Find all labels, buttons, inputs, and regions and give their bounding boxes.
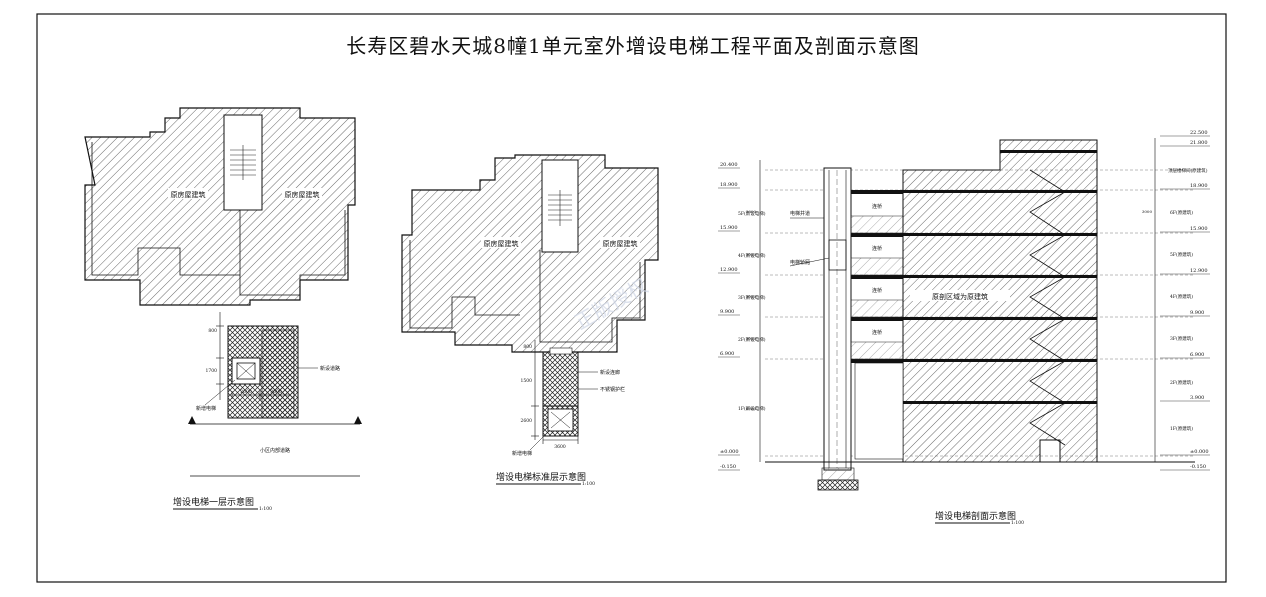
section-bridge-label-3: 连桥 [872, 287, 882, 294]
plan2-dim-top: 800 [523, 344, 532, 350]
section-dim-5: 6900 [746, 406, 757, 411]
plan2-stair-treads [548, 190, 572, 226]
section-dim-4: 3000 [1142, 209, 1153, 214]
section-left-floor-6: 1F(新设电梯) [738, 405, 766, 412]
section-view: 电梯井道 电梯轿厢 连桥 连桥 连桥 连桥 [718, 130, 1210, 526]
plan2-caption: 增设电梯标准层示意图 [496, 471, 586, 483]
section-right-floor-5: 4F(原建筑) [1170, 293, 1193, 300]
section-dim-2: 3000 [746, 294, 757, 299]
plan1-caption: 增设电梯一层示意图 [173, 496, 254, 508]
plan2-note-rail: 不锈钢护栏 [600, 386, 625, 393]
plan1-dim-width: 3600 [270, 389, 282, 395]
section-left-floor-5: 2F(新设电梯) [738, 336, 766, 343]
section-right-floor-6: 3F(原建筑) [1170, 335, 1193, 342]
section-old-building-label: 原剖区域为原建筑 [932, 292, 988, 301]
section-storey-dims: 3000 3000 3000 3000 3000 6900 [746, 209, 1153, 411]
section-bridge-label-4: 连桥 [872, 329, 882, 336]
plan2-room-label-b: 原房屋建筑 [603, 239, 638, 248]
section-right-floor-8: 1F(原建筑) [1170, 425, 1193, 432]
plan1-inner-wall-2 [239, 210, 346, 296]
plan1-road-label: 小区内部道路 [260, 447, 290, 454]
section-right-floor-3: 6F(原建筑) [1170, 209, 1193, 216]
section-stair-flights [1029, 169, 1066, 446]
section-bridge-label-1: 连桥 [872, 203, 882, 210]
plan-ground-floor: 原房屋建筑 原房屋建筑 800 1700 2600 3600 新设道路 新增电梯… [84, 107, 362, 512]
section-caption: 增设电梯剖面示意图 [935, 510, 1016, 522]
section-scale: 1:100 [1011, 520, 1024, 526]
section-right-elev-7: 3.900 [1190, 395, 1204, 401]
sheet-border [36, 13, 1227, 583]
plan1-elevator-car [236, 362, 256, 380]
plan2-note-elevator: 新增电梯 [512, 450, 532, 457]
sheet-title: 长寿区碧水天城8幢1单元室外增设电梯工程平面及剖面示意图 [346, 34, 920, 58]
section-bridge-label-2: 连桥 [872, 245, 882, 252]
section-dim-1: 3000 [746, 252, 757, 257]
section-right-elev-3: 15.900 [1190, 226, 1208, 232]
plan2-building-outline [401, 154, 659, 353]
section-left-elev-7: -0.150 [720, 464, 736, 470]
section-pit-foundation [817, 479, 859, 491]
section-right-elev-9: -0.150 [1190, 464, 1206, 470]
section-right-elev-2: 18.900 [1190, 183, 1208, 189]
plan1-pit-strip [261, 329, 295, 419]
section-left-floor-4: 3F(新设电梯) [738, 294, 766, 301]
section-label-shaft: 电梯井道 [790, 210, 810, 217]
section-right-elevations: 22.500 21.800 顶层楼梯间(原建筑) 18.900 6F(原建筑) … [1160, 130, 1210, 471]
section-right-floor-4: 5F(原建筑) [1170, 251, 1193, 258]
section-floor-slabs [903, 150, 1097, 404]
plan1-note-pit: 新设道路 [320, 365, 340, 372]
plan2-dim-left: 2600 [521, 418, 533, 424]
section-bridges [850, 190, 904, 363]
section-right-elev-4: 12.900 [1190, 268, 1208, 274]
plan2-note-corridor: 新设连廊 [600, 369, 620, 376]
section-label-car: 电梯轿厢 [790, 259, 810, 266]
section-left-elev-3: 12.900 [720, 267, 738, 273]
section-right-floor-7: 2F(原建筑) [1170, 379, 1193, 386]
plan2-dim-width: 3600 [554, 444, 566, 450]
plan1-room-label-b: 原房屋建筑 [285, 190, 320, 199]
plan1-building-outline [84, 107, 356, 306]
plan2-inner-wall [409, 240, 520, 329]
section-right-elev-5: 9.900 [1190, 310, 1204, 316]
section-right-elev-0: 22.500 [1190, 130, 1208, 136]
section-left-floor-3: 4F(新设电梯) [738, 252, 766, 259]
plan1-stair-treads [230, 145, 256, 180]
plan2-corridor [542, 351, 579, 407]
section-right-elev-1: 21.800 [1190, 140, 1208, 146]
section-left-elev-5: 6.900 [720, 351, 734, 357]
section-left-elev-2: 15.900 [720, 225, 738, 231]
plan2-room-label-a: 原房屋建筑 [484, 239, 519, 248]
plan1-dimension-lines [216, 312, 290, 400]
plan-standard-floor: 原房屋建筑 原房屋建筑 800 1500 2600 3600 新设连廊 不锈钢护… [401, 154, 659, 487]
plan1-dim-bottom: 2600 [240, 389, 252, 395]
section-left-elev-4: 9.900 [720, 309, 734, 315]
section-right-floor-2: 顶层楼梯间(原建筑) [1168, 167, 1208, 174]
section-left-elev-6: ±0.000 [720, 449, 739, 455]
plan1-inner-wall [91, 142, 240, 276]
section-left-floor-2: 5F(新设电梯) [738, 210, 766, 217]
plan1-dim-top: 800 [208, 328, 217, 334]
section-right-elev-8: ±0.000 [1190, 449, 1209, 455]
section-dim-0: 3000 [746, 209, 757, 214]
plan2-dim-mid: 1500 [521, 378, 533, 384]
plan1-room-label-a: 原房屋建筑 [171, 190, 206, 199]
section-right-elev-6: 6.900 [1190, 352, 1204, 358]
section-dim-3: 3000 [746, 336, 757, 341]
section-elevator-shaft [823, 167, 852, 471]
plan2-scale: 1:100 [582, 481, 595, 487]
plan1-scale: 1:100 [259, 506, 272, 512]
plan1-dim-left: 1700 [206, 368, 218, 374]
section-elevator-car [828, 239, 847, 271]
plan2-inner-wall-2 [539, 250, 641, 343]
plan2-dimension-lines [531, 340, 579, 444]
section-left-elev-0: 20.400 [720, 162, 738, 168]
section-left-elevations: 20.400 18.900 15.900 5F(新设电梯) 12.900 4F(… [718, 162, 766, 471]
section-left-elev-1: 18.900 [720, 182, 738, 188]
plan1-note-elevator: 新增电梯 [196, 405, 216, 412]
